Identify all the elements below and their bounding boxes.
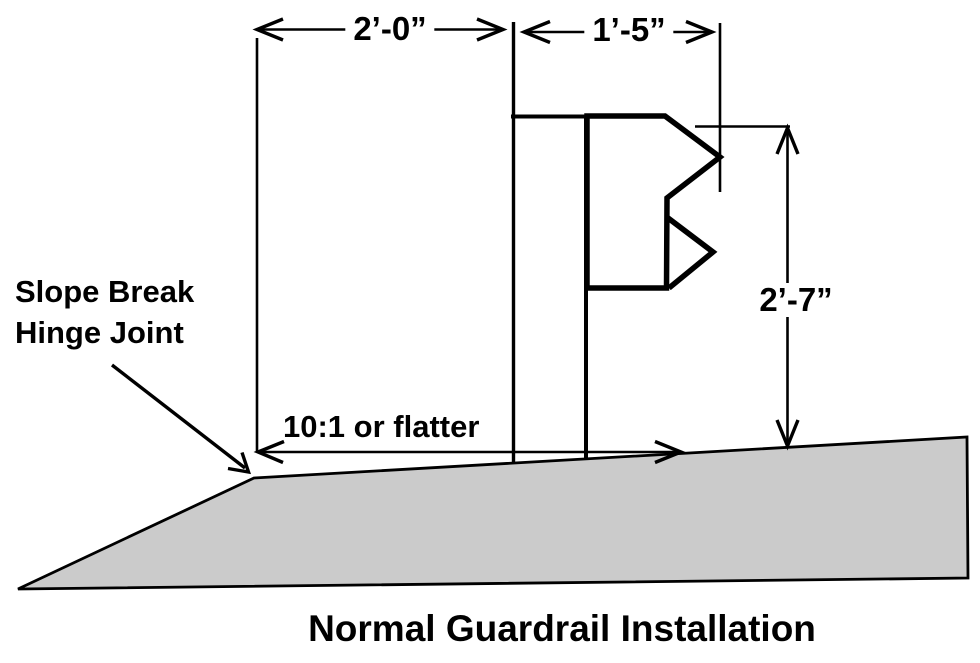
dimension-rail-depth-label: 1’-5” — [584, 13, 674, 47]
arrowhead-depth-left-icon — [519, 19, 551, 45]
dimension-offset-label: 2’-0” — [345, 12, 435, 46]
slope-break-leader-arrowhead-icon — [227, 451, 252, 475]
arrowhead-offset-right-icon — [476, 17, 508, 42]
slope-break-callout-line2: Hinge Joint — [15, 315, 184, 350]
rail-profile-shape — [584, 113, 725, 291]
arrowhead-height-top-icon — [775, 123, 800, 155]
diagram-title: Normal Guardrail Installation — [308, 608, 816, 649]
arrowhead-slope-left-icon — [253, 439, 285, 465]
slope-break-callout: Slope Break Hinge Joint — [15, 271, 194, 353]
arrowhead-depth-right-icon — [685, 19, 717, 45]
ground-slope-shape — [17, 435, 970, 591]
arrowhead-offset-left-icon — [252, 17, 284, 42]
slope-break-leader-line — [110, 363, 247, 470]
dimension-rail-height-label: 2’-7” — [751, 283, 841, 317]
arrowhead-slope-right-icon — [654, 439, 686, 465]
slope-ratio-label: 10:1 or flatter — [283, 409, 480, 444]
arrowhead-height-bottom-icon — [775, 419, 800, 451]
slope-break-callout-line1: Slope Break — [15, 274, 195, 309]
rail-lower-corrugation — [666, 215, 718, 291]
